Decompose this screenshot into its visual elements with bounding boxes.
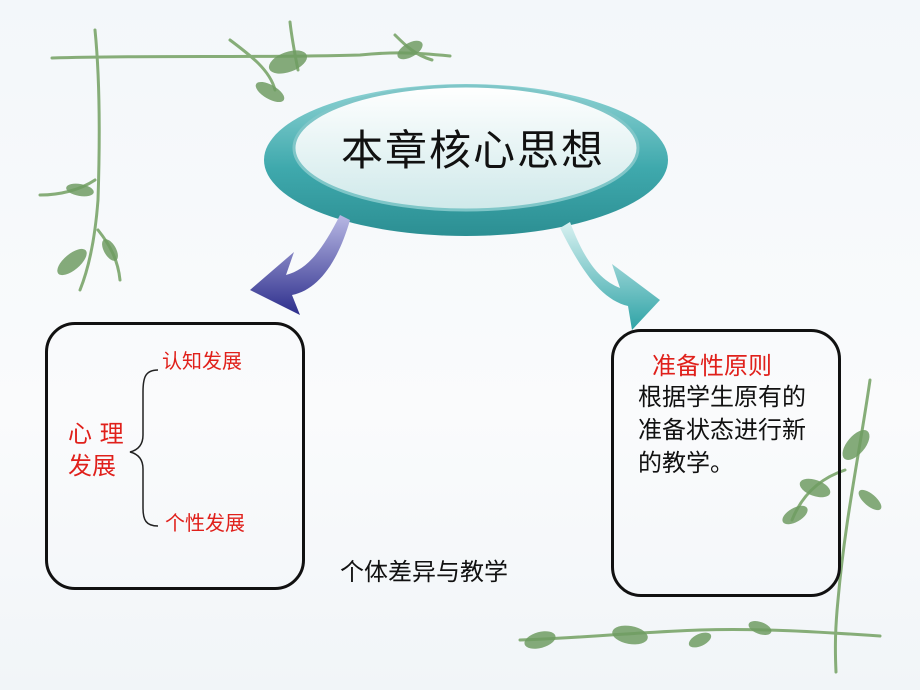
branch-bottom-label: 个性发展 [165,511,245,535]
principle-heading: 准备性原则 [652,352,772,380]
main-concept-label: 心 理 发展 [68,418,134,482]
left-concept-box [45,322,305,590]
vine-bottom-icon [518,627,882,642]
main-label-line1: 心 理 [68,420,124,448]
curve-arrow-left-icon [250,215,350,315]
branch-top-label: 认知发展 [162,349,242,373]
center-caption: 个体差异与教学 [340,558,508,586]
principle-body: 根据学生原有的准备状态进行新的教学。 [638,383,806,477]
main-label-line2: 发展 [68,452,116,480]
curly-brace-icon [129,369,159,527]
right-principle-box [611,329,841,597]
curve-arrow-right-icon [560,222,660,330]
page-title: 本章核心思想 [340,125,605,175]
